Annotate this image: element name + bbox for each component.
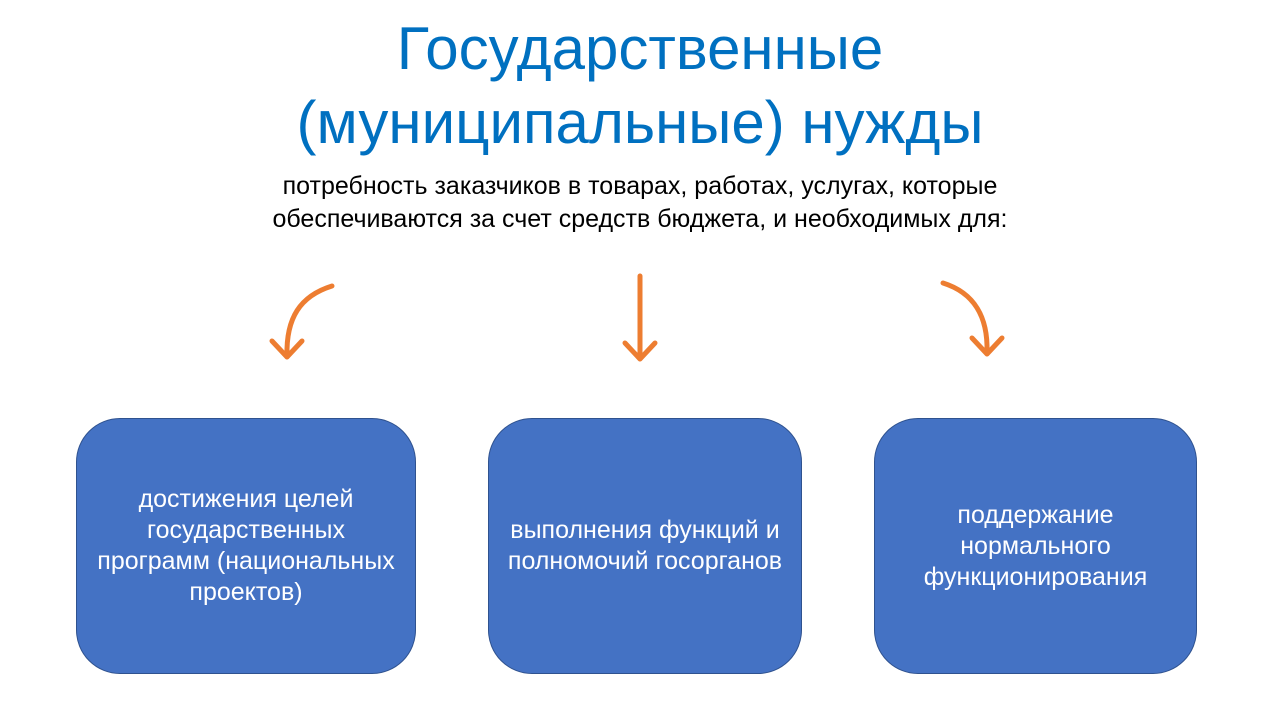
goal-box-programs-text: достижения целей государственных програм… [97,485,395,606]
curved-arrow-left-icon [269,283,335,360]
page-title: Государственные (муниципальные) нужды [0,12,1280,160]
subtitle-line-1: потребность заказчиков в товарах, работа… [282,172,998,200]
goal-box-functions: выполнения функций и полномочий госорган… [488,418,802,674]
title-line-2: (муниципальные) нужды [296,89,984,156]
subtitle: потребность заказчиков в товарах, работа… [0,170,1280,236]
straight-arrow-down-icon [622,273,658,362]
goal-box-programs: достижения целей государственных програм… [76,418,416,674]
subtitle-line-2: обеспечиваются за счет средств бюджета, … [272,205,1008,233]
goal-box-functions-text: выполнения функций и полномочий госорган… [507,516,783,575]
title-line-1: Государственные [396,15,884,82]
goal-box-operation-text: поддержание нормального функционирования [923,500,1148,591]
goal-box-operation: поддержание нормального функционирования [874,418,1197,674]
curved-arrow-right-icon [940,280,1005,357]
